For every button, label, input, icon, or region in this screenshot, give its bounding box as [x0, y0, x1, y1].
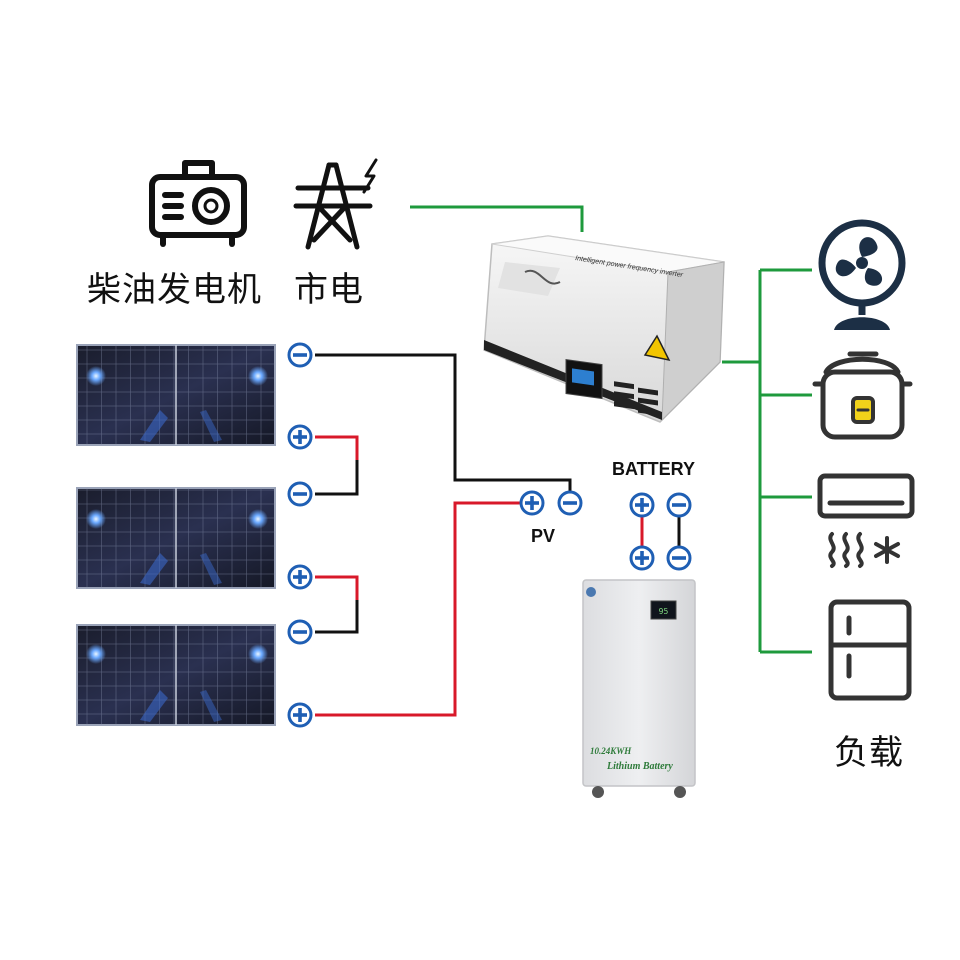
- battery-plus-terminal-bottom: [629, 545, 655, 571]
- ac-input-line: [410, 205, 584, 232]
- series-jumper-1-black: [315, 460, 359, 496]
- battery-minus-terminal-top: [666, 492, 692, 518]
- solar-panel-2: [76, 487, 276, 589]
- lithium-battery-cabinet: 95 10.24KWH Lithium Battery: [582, 579, 696, 798]
- terminal-minus-panel2: [287, 481, 313, 507]
- power-tower-icon: [293, 158, 378, 250]
- series-jumper-2-black: [315, 600, 359, 634]
- pv-minus-terminal: [557, 490, 583, 516]
- solar-panel-1: [76, 344, 276, 446]
- terminal-plus-panel2: [287, 424, 313, 450]
- pv-plus-terminal: [519, 490, 545, 516]
- inverter: Intelligent power frequency inverter: [483, 235, 725, 423]
- wiring: [315, 205, 812, 717]
- battery-name-label: Lithium Battery: [606, 761, 673, 772]
- series-jumper-2-red: [315, 575, 359, 600]
- generator-icon: [149, 160, 247, 247]
- rice-cooker-icon: [812, 351, 913, 440]
- terminal-plus-panel3: [287, 702, 313, 728]
- terminal-minus-panel3: [287, 619, 313, 645]
- air-conditioner-icon: [817, 473, 915, 568]
- grid-label: 市电: [294, 270, 364, 310]
- pv-positive-wire: [315, 501, 520, 717]
- pv-label: PV: [531, 526, 556, 546]
- terminal-minus-panel1: [287, 342, 313, 368]
- fan-icon: [818, 219, 906, 330]
- refrigerator-icon: [828, 599, 912, 701]
- battery-minus-terminal-bottom: [666, 545, 692, 571]
- terminal-plus-panel2b: [287, 564, 313, 590]
- battery-display-reading: 95: [659, 607, 669, 616]
- generator-label: 柴油发电机: [87, 270, 262, 310]
- series-jumper-1-red: [315, 435, 359, 460]
- battery-label: BATTERY: [612, 459, 695, 479]
- battery-capacity-label: 10.24KWH: [590, 746, 632, 756]
- load-label: 负载: [834, 733, 904, 773]
- pv-negative-wire: [315, 353, 572, 493]
- battery-plus-terminal-top: [629, 492, 655, 518]
- solar-panel-3: [76, 624, 276, 726]
